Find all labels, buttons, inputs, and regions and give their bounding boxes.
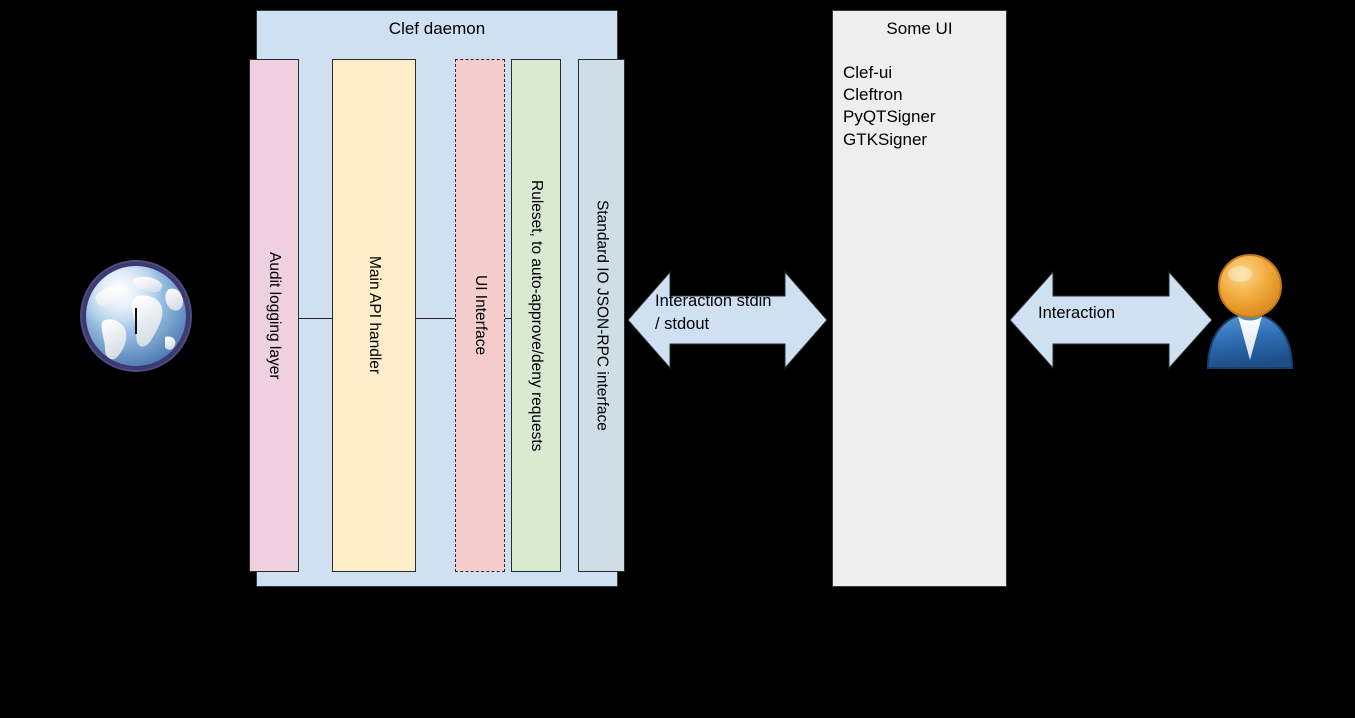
daemon-to-ui-arrow-label: Interaction stdin / stdout [655,292,772,333]
block-label: Main API handler [365,256,383,375]
list-item: Cleftron [843,85,903,105]
user-icon [1200,250,1300,370]
some-ui-title: Some UI [886,19,953,38]
clef-daemon-title: Clef daemon [388,19,486,38]
ui-to-user-arrow-label: Interaction [1038,304,1116,322]
block-ruleset[interactable]: Ruleset, to auto-approve/deny requests [511,59,561,572]
some-ui-panel [832,10,1007,587]
block-label: Standard IO JSON-RPC interface [593,200,611,431]
ui-to-user-arrow [1010,270,1212,370]
block-ui-interface[interactable]: UI Interface [455,59,505,572]
connector-api-to-ui [415,318,456,319]
list-item: Clef-ui [843,63,893,82]
daemon-to-ui-arrow [628,270,827,370]
globe-icon [73,253,199,379]
block-main-api-handler[interactable]: Main API handler [332,59,416,572]
block-audit-logging-layer[interactable]: Audit logging layer [249,59,299,572]
connector-ui-to-ruleset [504,318,512,319]
block-label: Ruleset, to auto-approve/deny requests [527,179,545,452]
list-item: PyQTSigner [843,107,936,127]
block-label: Audit logging layer [265,251,283,380]
block-standard-io[interactable]: Standard IO JSON-RPC interface [578,59,625,572]
connector-audit-to-api [298,318,333,319]
some-ui-list: Clef-ui Cleftron PyQTSigner GTKSigner [843,62,1003,151]
list-item: GTKSigner [843,129,928,149]
clef-daemon-container [256,10,618,587]
block-label: UI Interface [471,275,489,356]
